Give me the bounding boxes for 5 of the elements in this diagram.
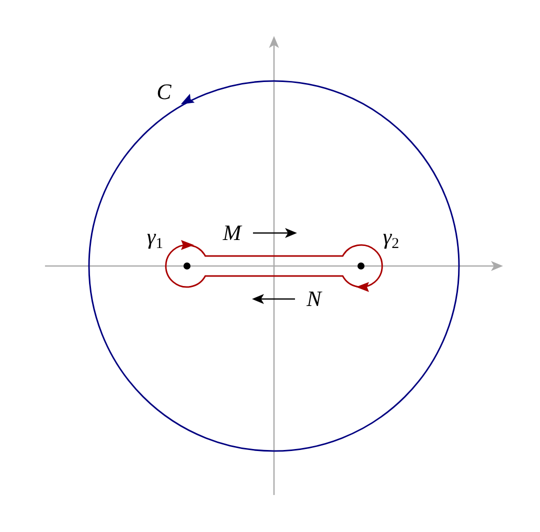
- curve-label: C: [156, 81, 172, 103]
- path-label: M: [222, 222, 242, 244]
- curve-label: γ$_{1}$: [146, 226, 164, 252]
- path-label: N: [306, 288, 322, 310]
- curve-label: γ$_{2}$: [382, 226, 400, 252]
